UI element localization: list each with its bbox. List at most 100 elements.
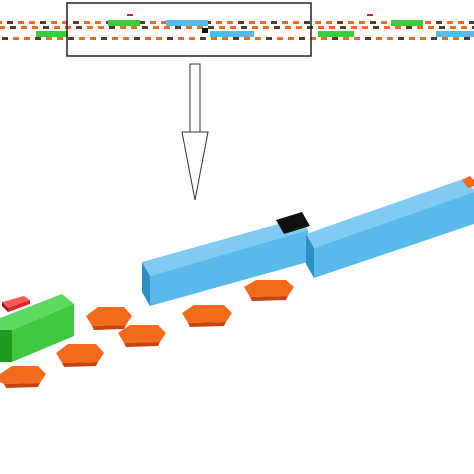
lane-dash [7,21,13,24]
lane-dash [310,37,316,40]
lane-dash [387,37,393,40]
overview-blue-truck-2 [210,31,254,37]
lane-dash [354,37,360,40]
lane-dash [43,26,49,29]
lane-marker [0,366,46,388]
lane-dash [472,26,474,29]
lane-dash [131,26,137,29]
overview-blue-truck-1 [166,20,208,26]
overview-red-car-1 [127,14,133,16]
detail-view [0,176,474,388]
lane-dashes-row-2 [0,26,474,29]
lane-dash [461,26,467,29]
lane-dash [90,37,96,40]
lane-dash [277,37,283,40]
lane-dash [29,21,35,24]
lane-dash [87,26,93,29]
lane-dash [197,26,203,29]
lane-dash [101,37,107,40]
overview-green-car-3 [318,31,354,37]
lane-dash [95,21,101,24]
lane-dash [381,21,387,24]
lane-dash [332,37,338,40]
blue-truck-2 [306,176,474,278]
lane-dash [299,37,305,40]
lane-dash [464,37,470,40]
lane-dash [307,26,313,29]
lane-dash [145,37,151,40]
lane-dash [153,26,159,29]
lane-dash [21,26,27,29]
lane-dash [0,21,2,24]
lane-dash [230,26,236,29]
lane-dash [241,26,247,29]
lane-dash [244,37,250,40]
lane-dash [79,37,85,40]
lane-dash [425,21,431,24]
lane-dash [156,37,162,40]
lane-dash [164,26,170,29]
lane-dash [282,21,288,24]
lane-dash [436,21,442,24]
lane-dash [112,37,118,40]
lane-dash [76,26,82,29]
lane-dash [249,21,255,24]
lane-dash [337,21,343,24]
lane-dash [296,26,302,29]
lane-dash [343,37,349,40]
blue-truck-1 [142,212,310,306]
overview-roof-marker [202,28,208,33]
lane-dash [458,21,464,24]
lane-dash [222,37,228,40]
lane-dash [271,21,277,24]
lane-markers-far [0,280,294,388]
arrow-down-icon [181,63,209,201]
lane-dash [439,26,445,29]
lane-dash [409,37,415,40]
lane-dash [73,21,79,24]
lane-dash [428,26,434,29]
lane-dash [98,26,104,29]
lane-dash [285,26,291,29]
lane-dash [200,37,206,40]
lane-marker [86,307,132,330]
lane-dash [420,37,426,40]
lane-dash [260,21,266,24]
lane-dash [219,26,225,29]
lane-dash [447,21,453,24]
lane-dash [216,21,222,24]
lane-dash [84,21,90,24]
lane-dashes-row-3 [2,37,470,40]
overview-red-car-2 [367,14,373,16]
lane-dash [442,37,448,40]
lane-dash [54,26,60,29]
overview-green-car-2 [36,31,68,37]
lane-dash [134,37,140,40]
overview-green-car-4 [391,20,423,26]
lane-dash [450,26,456,29]
roof-marker [276,212,310,234]
lane-dash [57,37,63,40]
lane-dash [288,37,294,40]
lane-dash [266,37,272,40]
lane-dash [139,21,145,24]
lane-dash [35,37,41,40]
overview-green-car-1 [108,20,140,26]
lane-dash [186,26,192,29]
lane-dash [233,37,239,40]
lane-dash [68,37,74,40]
lane-dash [395,26,401,29]
lane-dash [65,26,71,29]
lane-dash [351,26,357,29]
lane-dash [10,26,16,29]
lane-dash [150,21,156,24]
lane-dash [13,37,19,40]
lane-dash [46,37,52,40]
lane-dash [365,37,371,40]
green-car [0,294,74,362]
lane-dash [453,37,459,40]
lane-dash [318,26,324,29]
lane-dash [40,21,46,24]
lane-dash [175,26,181,29]
lane-dash [406,26,412,29]
